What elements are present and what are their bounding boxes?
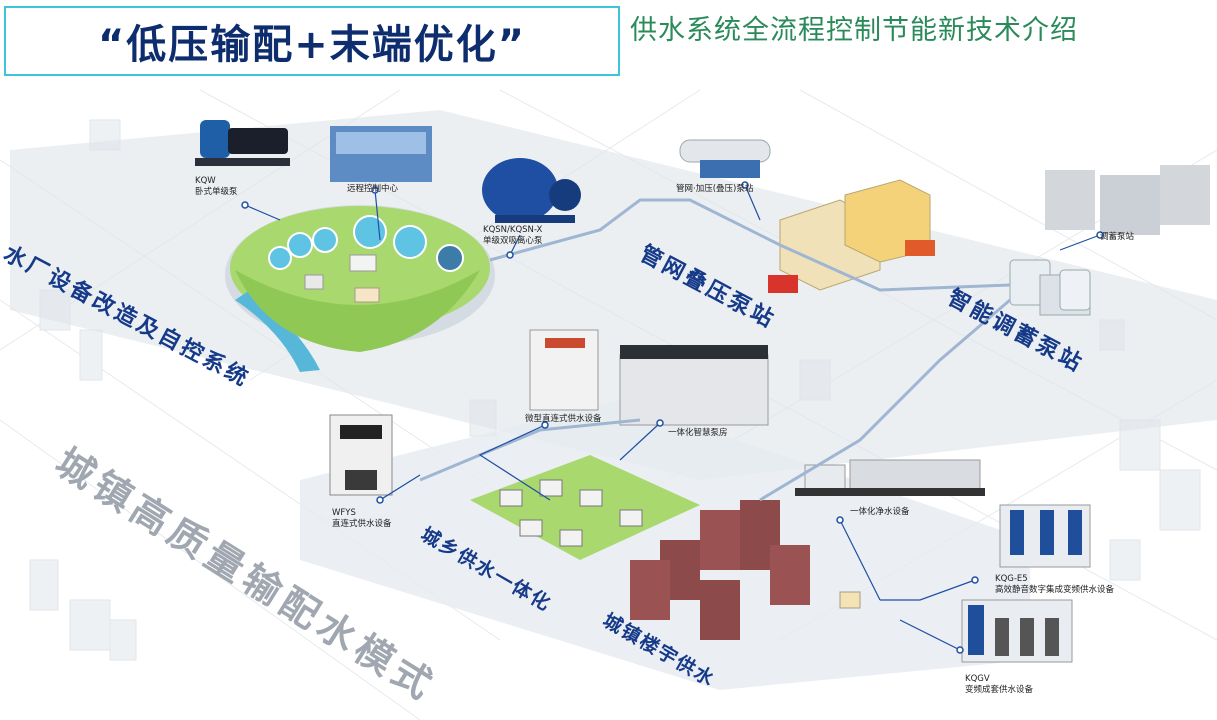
title-box: “低压输配+末端优化” — [4, 6, 620, 76]
main-title: “低压输配+末端优化” — [97, 22, 527, 68]
kqsn-name: 单级双吸离心泵 — [483, 236, 543, 246]
kqg-label: KQG-E5 高效静音数字集成变频供水设备 — [995, 574, 1114, 596]
kqsn-label: KQSN/KQSN-X 单级双吸离心泵 — [483, 225, 543, 247]
kqgv-label: KQGV 变频成套供水设备 — [965, 674, 1033, 696]
control-center-screen — [336, 132, 426, 154]
village-illustration — [470, 455, 861, 640]
leader-wfys — [379, 474, 421, 501]
kqw-pump-illustration — [195, 120, 290, 166]
kqg-code: KQG-E5 — [995, 574, 1028, 584]
kqgv-name: 变频成套供水设备 — [965, 685, 1034, 695]
storage-station-illustration — [1009, 165, 1210, 316]
leader-booster — [744, 184, 761, 221]
kqw-name: 卧式单级泵 — [195, 187, 238, 197]
leader-micro — [478, 424, 551, 501]
upper-platform — [10, 110, 1217, 480]
kqg-name: 高效静音数字集成变频供水设备 — [995, 585, 1115, 595]
branch-pipe — [759, 298, 1011, 502]
kqsn-code: KQSN/KQSN-X — [483, 225, 543, 235]
remote-center-label: 远程控制中心 — [347, 184, 399, 194]
subtitle: 供水系统全流程控制节能新技术介绍 — [630, 15, 1078, 46]
main-pipe — [489, 198, 1011, 292]
wfys-code: WFYS — [332, 508, 356, 518]
water-plant-illustration — [225, 205, 495, 372]
end-equipment-illustration — [795, 459, 1091, 663]
leader-purifier — [839, 519, 881, 601]
smart-pumphouse-label: 一体化智慧泵房 — [668, 428, 728, 438]
purifier-label: 一体化净水设备 — [850, 507, 910, 517]
micro-direct-label: 微型直连式供水设备 — [525, 414, 602, 424]
kqsn-pump-illustration — [482, 158, 581, 223]
wfys-name: 直连式供水设备 — [332, 519, 392, 529]
village-pipe — [419, 418, 641, 482]
connector-dots — [241, 181, 1104, 654]
pump-house-illustration — [529, 329, 769, 426]
leader-kqw — [244, 204, 281, 221]
leader-storage — [1059, 234, 1101, 251]
wfys-cabinet-illustration — [329, 414, 393, 496]
booster-station-illustration — [679, 139, 935, 293]
leader-kqgv — [899, 619, 961, 651]
pipe-booster-label: 管网·加压(叠压)泵站 — [676, 184, 754, 194]
kqw-label: KQW 卧式单级泵 — [195, 176, 238, 198]
kqw-code: KQW — [195, 176, 216, 186]
kqgv-code: KQGV — [965, 674, 990, 684]
leader-kqg — [880, 579, 976, 601]
leader-pumphouse — [619, 422, 661, 461]
storage-pump-label: 调蓄泵站 — [1100, 232, 1135, 242]
wfys-label: WFYS 直连式供水设备 — [332, 508, 392, 530]
leader-center — [374, 189, 381, 241]
